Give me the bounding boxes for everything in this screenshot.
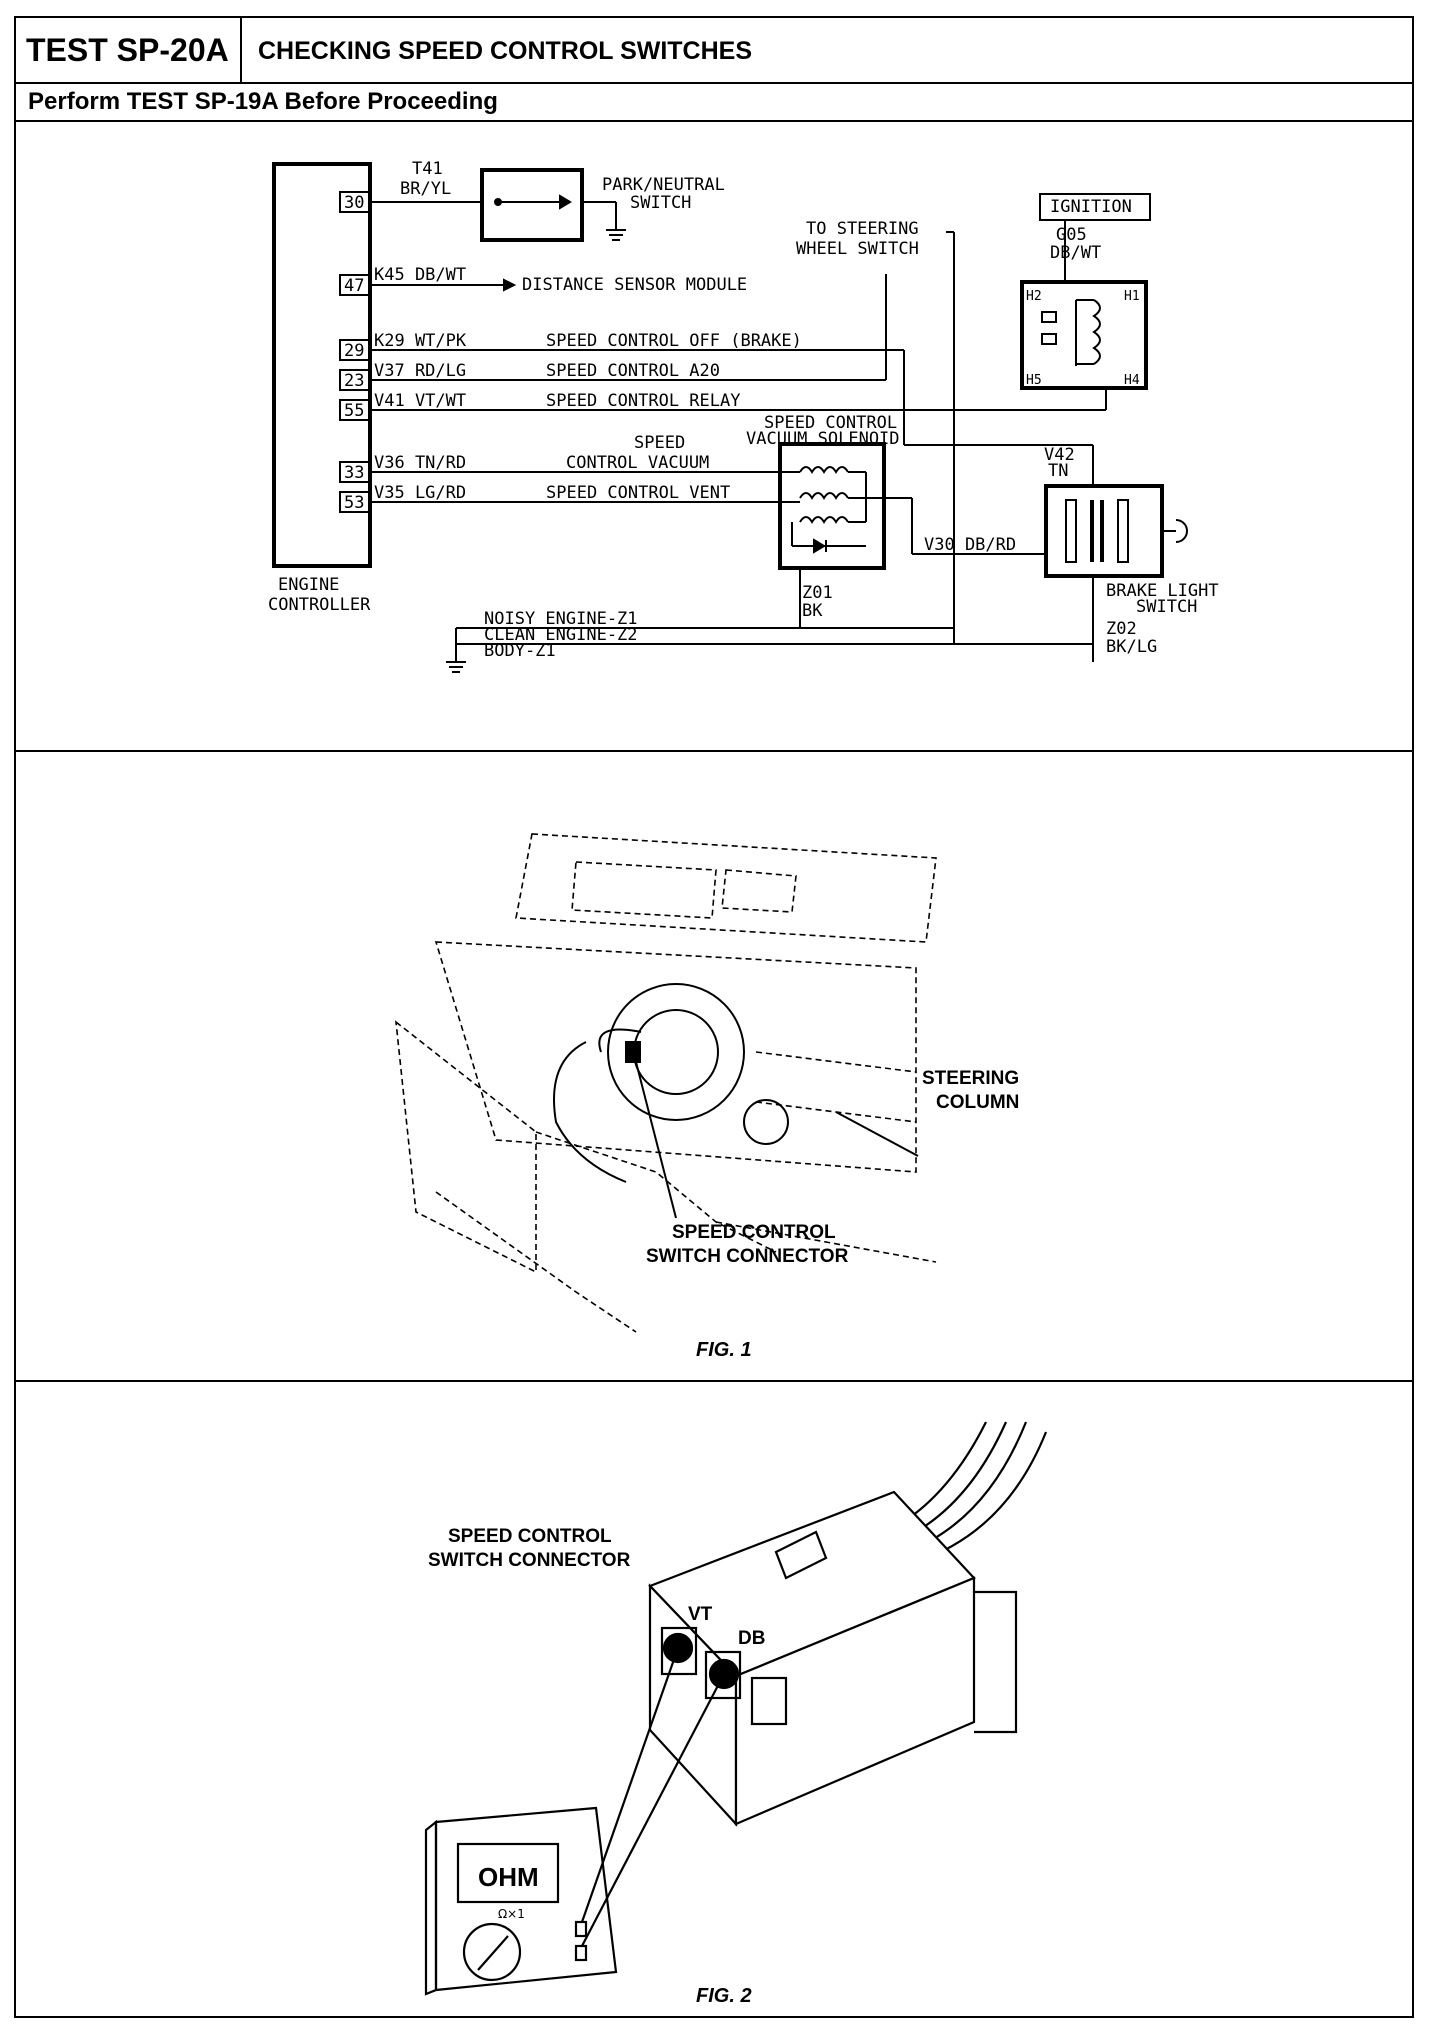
sc-off-brake-label: SPEED CONTROL OFF (BRAKE)	[546, 331, 802, 351]
wire-v30: V30 DB/RD	[924, 535, 1016, 555]
park-neutral-label-1: PARK/NEUTRAL	[602, 175, 725, 195]
wire-k45: K45 DB/WT	[374, 265, 466, 285]
sc-relay-label: SPEED CONTROL RELAY	[546, 391, 740, 411]
solenoid-label-2: VACUUM SOLENOID	[746, 429, 900, 449]
pin-db-label: DB	[738, 1628, 765, 1649]
clean-ground-label: CLEAN ENGINE-Z2	[484, 625, 638, 645]
figure-1-illustration: STEERING COLUMN SPEED CONTROL SWITCH CON…	[395, 833, 1019, 1361]
steering-column-label-2: COLUMN	[936, 1092, 1019, 1113]
test-title: CHECKING SPEED CONTROL SWITCHES	[258, 37, 753, 65]
relay-terminal-h4: H4	[1124, 373, 1140, 388]
sc-vacuum-label-2: CONTROL VACUUM	[566, 453, 709, 473]
fig2-connector-label-2: SWITCH CONNECTOR	[428, 1550, 631, 1571]
pin-47: 47	[344, 276, 364, 296]
wire-g05-code: G05	[1056, 225, 1087, 245]
brake-switch-label-1: BRAKE LIGHT	[1106, 581, 1219, 601]
controller-label-2: CONTROLLER	[268, 595, 371, 615]
test-id: TEST SP-20A	[16, 18, 242, 82]
sc-vent-label: SPEED CONTROL VENT	[546, 483, 730, 503]
pin-29: 29	[344, 341, 364, 361]
figure-2-panel: OHM Ω×1 SPEED CONTROL SWITCH CONNECTOR V…	[16, 1382, 1412, 2018]
park-neutral-switch-box	[480, 168, 584, 242]
test-header: TEST SP-20A CHECKING SPEED CONTROL SWITC…	[16, 18, 1412, 84]
distance-sensor-label: DISTANCE SENSOR MODULE	[522, 275, 747, 295]
wire-z02-code: Z02	[1106, 619, 1137, 639]
sc-vacuum-label-1: SPEED	[634, 433, 685, 453]
wire-g05-color: DB/WT	[1050, 243, 1101, 263]
pin-vt-label: VT	[688, 1604, 713, 1625]
controller-label-1: ENGINE	[278, 575, 339, 595]
sc-a20-label: SPEED CONTROL A20	[546, 361, 720, 381]
relay-terminal-h1: H1	[1124, 289, 1140, 304]
wire-v37: V37 RD/LG	[374, 361, 466, 381]
speed-control-relay-box	[1020, 280, 1148, 390]
service-manual-page: TEST SP-20A CHECKING SPEED CONTROL SWITC…	[14, 16, 1414, 2018]
wire-v35: V35 LG/RD	[374, 483, 466, 503]
wire-k29: K29 WT/PK	[374, 331, 467, 351]
wire-z01-color: BK	[802, 601, 823, 621]
steering-column-label-1: STEERING	[922, 1068, 1019, 1089]
relay-terminal-h2: H2	[1026, 289, 1042, 304]
pin-30: 30	[344, 193, 364, 213]
ignition-label: IGNITION	[1050, 197, 1132, 217]
fig1-connector-label-1: SPEED CONTROL	[672, 1222, 836, 1243]
figure-1-panel: STEERING COLUMN SPEED CONTROL SWITCH CON…	[16, 752, 1412, 1382]
wire-v36: V36 TN/RD	[374, 453, 466, 473]
wire-t41-color: BR/YL	[400, 179, 451, 199]
vacuum-solenoid-box	[778, 442, 886, 570]
solenoid-label-1: SPEED CONTROL	[764, 413, 897, 433]
wire-v42-code: V42	[1044, 445, 1075, 465]
test-prerequisite: Perform TEST SP-19A Before Proceeding	[16, 84, 1412, 122]
meter-range-label: Ω×1	[498, 1907, 525, 1921]
to-steering-label-2: WHEEL SWITCH	[796, 239, 919, 259]
wiring-schematic: ENGINE CONTROLLER 30 47 29 23 55 33 53 T…	[268, 159, 1219, 673]
ignition-box	[1039, 193, 1151, 221]
wire-v42-color: TN	[1048, 461, 1068, 481]
figure-2-illustration: OHM Ω×1 SPEED CONTROL SWITCH CONNECTOR V…	[424, 1421, 1048, 2007]
meter-display: OHM	[478, 1862, 539, 1892]
pin-33: 33	[344, 463, 364, 483]
to-steering-label-1: TO STEERING	[806, 219, 919, 239]
engine-controller-box	[272, 162, 372, 568]
relay-terminal-h5: H5	[1026, 373, 1042, 388]
fig2-caption: FIG. 2	[696, 1985, 752, 2007]
pin-53: 53	[344, 493, 364, 513]
wiring-schematic-panel: ENGINE CONTROLLER 30 47 29 23 55 33 53 T…	[16, 122, 1412, 752]
fig2-connector-label-1: SPEED CONTROL	[448, 1526, 612, 1547]
wire-z01-code: Z01	[802, 583, 833, 603]
park-neutral-label-2: SWITCH	[630, 193, 691, 213]
brake-switch-label-2: SWITCH	[1136, 597, 1197, 617]
pin-55: 55	[344, 401, 364, 421]
wire-v41: V41 VT/WT	[374, 391, 466, 411]
body-ground-label: BODY-Z1	[484, 641, 556, 661]
wire-z02-color: BK/LG	[1106, 637, 1157, 657]
fig1-caption: FIG. 1	[696, 1339, 752, 1361]
fig1-connector-label-2: SWITCH CONNECTOR	[646, 1246, 849, 1267]
pin-23: 23	[344, 371, 364, 391]
noisy-ground-label: NOISY ENGINE-Z1	[484, 609, 638, 629]
wire-t41-code: T41	[412, 159, 443, 179]
